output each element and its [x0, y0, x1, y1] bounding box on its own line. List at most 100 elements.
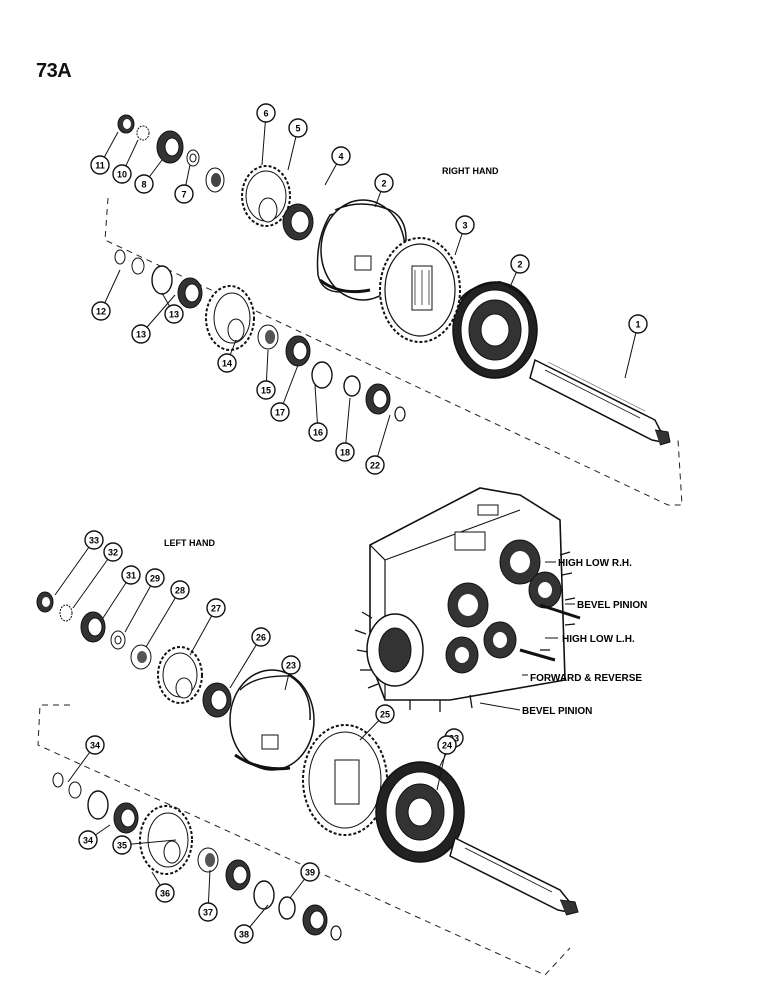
part-balloon — [251, 627, 271, 647]
spacer-7 — [186, 149, 200, 167]
part-number-label: 28 — [175, 586, 185, 596]
part-number-balloons: 1223456781011121313141516171822232324252… — [54, 103, 648, 944]
balloon-leader-line — [72, 551, 114, 609]
part-balloon — [155, 883, 175, 903]
part-balloon — [164, 304, 184, 324]
ring-bearing-34-left — [87, 790, 139, 834]
gear-24 — [302, 724, 388, 836]
part-balloon — [91, 301, 111, 321]
shaft-22 — [449, 836, 579, 916]
collar-6 — [205, 167, 225, 193]
callout-bevel-pinion-lower: BEVEL PINION — [522, 706, 592, 717]
part-number-label: 36 — [160, 889, 170, 899]
bearing-17 — [365, 383, 391, 415]
part-number-label: 35 — [117, 841, 127, 851]
balloon-leader-line — [229, 636, 262, 689]
callout-high-low-rh: HIGH LOW R.H. — [558, 558, 632, 569]
washer-10 — [136, 125, 150, 141]
transmission-housing — [354, 487, 581, 712]
part-balloon — [90, 155, 110, 175]
part-number-label: 32 — [108, 548, 118, 558]
part-number-label: 14 — [222, 359, 232, 369]
part-number-label: 34 — [83, 836, 93, 846]
nut-32 — [36, 591, 54, 613]
washer-37 — [278, 896, 296, 920]
balloon-leader-line — [54, 539, 95, 596]
left-hand-label: LEFT HAND — [164, 538, 215, 548]
part-number-label: 15 — [261, 386, 271, 396]
part-balloon — [206, 598, 226, 618]
part-number-label: 4 — [338, 152, 343, 162]
gear-14 — [205, 285, 255, 351]
gear-5 — [241, 165, 291, 227]
part-balloon — [308, 422, 328, 442]
part-number-label: 33 — [89, 536, 99, 546]
bearing-38 — [302, 904, 328, 936]
part-number-label: 27 — [211, 604, 221, 614]
part-balloon — [170, 580, 190, 600]
shaft-1 — [529, 358, 671, 446]
part-number-label: 3 — [462, 221, 467, 231]
bearing-8 — [156, 130, 184, 164]
part-number-label: 11 — [95, 161, 105, 171]
part-number-label: 38 — [239, 930, 249, 940]
part-number-label: 13 — [136, 330, 146, 340]
part-balloon — [84, 530, 104, 550]
rings-33 — [52, 772, 82, 799]
spacer-28 — [110, 630, 126, 650]
part-number-label: 34 — [90, 741, 100, 751]
part-balloon — [121, 565, 141, 585]
part-number-label: 26 — [256, 633, 266, 643]
part-balloon — [103, 542, 123, 562]
part-number-label: 12 — [96, 307, 106, 317]
callout-forward-reverse: FORWARD & REVERSE — [530, 673, 642, 684]
snap-ring-18 — [394, 406, 406, 422]
gear-26 — [157, 646, 203, 704]
part-balloon — [78, 830, 98, 850]
part-balloon — [331, 146, 351, 166]
part-balloon — [288, 118, 308, 138]
part-balloon — [628, 314, 648, 334]
page-number: 73A — [36, 60, 72, 82]
bushing-36 — [197, 847, 219, 873]
right-hand-label: RIGHT HAND — [442, 166, 499, 176]
bearing-25 — [202, 682, 232, 718]
right-hand-dashed-outline — [104, 197, 683, 506]
part-number-label: 5 — [295, 124, 300, 134]
part-number-label: 24 — [442, 741, 452, 751]
ring-bearing-13-upper — [151, 265, 203, 309]
part-balloon — [85, 735, 105, 755]
gear-3 — [379, 237, 461, 343]
part-number-label: 31 — [126, 571, 136, 581]
callout-high-low-lh: HIGH LOW L.H. — [562, 634, 635, 645]
part-balloon — [256, 103, 276, 123]
callout-bevel-pinion-upper: BEVEL PINION — [577, 600, 647, 611]
part-number-label: 2 — [517, 260, 522, 270]
washer-16 — [343, 375, 361, 397]
part-number-label: 2 — [381, 179, 386, 189]
part-number-label: 18 — [340, 448, 350, 458]
part-balloon — [270, 402, 290, 422]
part-number-label: 16 — [313, 428, 323, 438]
part-balloon — [112, 835, 132, 855]
nut-11 — [117, 114, 135, 134]
balloon-leader-line — [124, 577, 156, 633]
part-number-label: 22 — [370, 461, 380, 471]
balloon-leader-line — [145, 589, 181, 648]
part-number-label: 37 — [203, 908, 213, 918]
part-balloon — [374, 173, 394, 193]
bearing-4 — [282, 203, 314, 241]
part-balloon — [300, 862, 320, 882]
part-number-label: 17 — [275, 408, 285, 418]
snap-ring-39 — [330, 925, 342, 941]
part-balloon — [134, 174, 154, 194]
part-balloon — [198, 902, 218, 922]
clutch-drum-2-right — [452, 280, 538, 379]
part-balloon — [217, 353, 237, 373]
bearing-ring-34-middle — [225, 859, 275, 910]
part-number-label: 10 — [117, 170, 127, 180]
part-balloon — [256, 380, 276, 400]
rings-12 — [114, 249, 145, 275]
part-balloon — [375, 704, 395, 724]
